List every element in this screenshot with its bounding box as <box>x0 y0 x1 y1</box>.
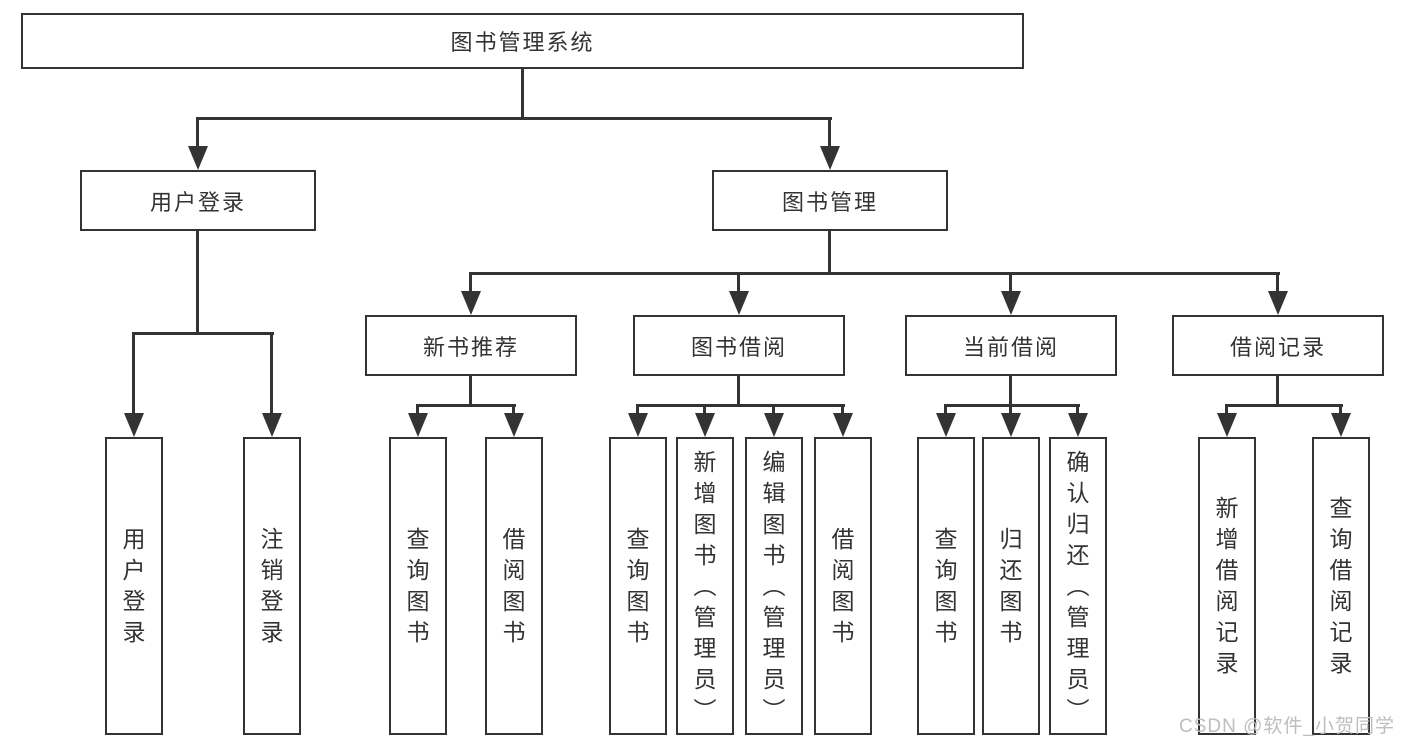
leaf-add-book-admin-label: 新增图书︵管理员︶ <box>693 448 717 723</box>
node-borrowing-records-label: 借阅记录 <box>1229 334 1326 360</box>
leaf-add-book-admin: 新增图书︵管理员︶ <box>676 437 734 735</box>
connector-borrowing-bar <box>636 404 845 407</box>
leaf-return-books: 归还图书 <box>982 437 1040 735</box>
arrow-down-icon <box>188 146 208 170</box>
leaf-edit-book-admin-label: 编辑图书︵管理员︶ <box>762 448 786 723</box>
connector-drop-leaf <box>1076 404 1079 421</box>
connector-drop-leaf <box>944 404 947 421</box>
connector-user-login-bar <box>132 332 274 335</box>
connector-recommend-stem <box>469 376 472 407</box>
connector-drop-book-management <box>828 117 831 151</box>
arrow-down-icon <box>764 413 784 437</box>
connector-drop-leaf <box>1225 404 1228 421</box>
connector-drop-leaf <box>703 404 706 421</box>
arrow-down-icon <box>1217 413 1237 437</box>
connector-book-management-bar <box>469 272 1280 275</box>
connector-drop-leaf <box>416 404 419 421</box>
arrow-down-icon <box>124 413 144 437</box>
connector-drop-l2 <box>469 272 472 296</box>
leaf-confirm-return-admin: 确认归还︵管理员︶ <box>1049 437 1107 735</box>
leaf-add-borrow-record-label: 新增借阅记录 <box>1215 495 1239 676</box>
connector-current-stem <box>1009 376 1012 407</box>
arrow-down-icon <box>408 413 428 437</box>
arrow-down-icon <box>833 413 853 437</box>
node-book-borrowing-label: 图书借阅 <box>690 334 787 360</box>
leaf-user-login: 用户登录 <box>105 437 163 735</box>
leaf-return-books-label: 归还图书 <box>999 526 1023 645</box>
arrow-down-icon <box>820 146 840 170</box>
arrow-down-icon <box>1331 413 1351 437</box>
leaf-query-books-borrowing-label: 查询图书 <box>626 526 650 645</box>
connector-drop-leaf <box>1009 404 1012 421</box>
connector-root-stem <box>521 69 524 119</box>
node-current-borrowing-label: 当前借阅 <box>962 334 1059 360</box>
leaf-query-books-recommend: 查询图书 <box>389 437 447 735</box>
connector-drop-leaf <box>1339 404 1342 421</box>
leaf-query-borrow-record-label: 查询借阅记录 <box>1329 495 1353 676</box>
connector-root-bar <box>196 117 832 120</box>
connector-drop-leaf <box>772 404 775 421</box>
connector-book-management-stem <box>828 231 831 275</box>
node-current-borrowing: 当前借阅 <box>905 315 1117 376</box>
csdn-watermark: CSDN @软件_小贺同学 <box>1179 716 1395 737</box>
connector-records-stem <box>1276 376 1279 407</box>
connector-borrowing-stem <box>737 376 740 407</box>
node-root: 图书管理系统 <box>21 13 1024 69</box>
arrow-down-icon <box>936 413 956 437</box>
leaf-borrow-books-recommend: 借阅图书 <box>485 437 543 735</box>
node-book-borrowing: 图书借阅 <box>633 315 845 376</box>
leaf-user-login-label: 用户登录 <box>122 526 146 645</box>
leaf-query-borrow-record: 查询借阅记录 <box>1312 437 1370 735</box>
arrow-down-icon <box>461 291 481 315</box>
arrow-down-icon <box>1268 291 1288 315</box>
node-user-login-label: 用户登录 <box>149 189 246 215</box>
node-book-management-label: 图书管理 <box>781 189 878 215</box>
node-borrowing-records: 借阅记录 <box>1172 315 1384 376</box>
connector-user-login-stem <box>196 231 199 335</box>
connector-recommend-bar <box>416 404 516 407</box>
connector-drop-user-login <box>196 117 199 151</box>
arrow-down-icon <box>628 413 648 437</box>
connector-drop-leaf <box>841 404 844 421</box>
node-new-book-recommend: 新书推荐 <box>365 315 577 376</box>
connector-records-bar <box>1225 404 1343 407</box>
leaf-query-books-current: 查询图书 <box>917 437 975 735</box>
leaf-query-books-borrowing: 查询图书 <box>609 437 667 735</box>
leaf-confirm-return-admin-label: 确认归还︵管理员︶ <box>1066 448 1090 723</box>
leaf-borrow-books-borrowing: 借阅图书 <box>814 437 872 735</box>
leaf-borrow-books-borrowing-label: 借阅图书 <box>831 526 855 645</box>
connector-drop-leaf <box>132 332 135 417</box>
connector-drop-leaf <box>270 332 273 417</box>
connector-drop-l2 <box>737 272 740 296</box>
connector-current-bar <box>944 404 1080 407</box>
arrow-down-icon <box>262 413 282 437</box>
arrow-down-icon <box>1001 291 1021 315</box>
arrow-down-icon <box>504 413 524 437</box>
node-book-management: 图书管理 <box>712 170 948 231</box>
arrow-down-icon <box>1068 413 1088 437</box>
connector-drop-leaf <box>512 404 515 421</box>
leaf-add-borrow-record: 新增借阅记录 <box>1198 437 1256 735</box>
connector-drop-leaf <box>636 404 639 421</box>
node-user-login: 用户登录 <box>80 170 316 231</box>
arrow-down-icon <box>1001 413 1021 437</box>
leaf-logout-label: 注销登录 <box>260 526 284 645</box>
leaf-query-books-current-label: 查询图书 <box>934 526 958 645</box>
arrow-down-icon <box>695 413 715 437</box>
connector-drop-l2 <box>1009 272 1012 296</box>
leaf-query-books-recommend-label: 查询图书 <box>406 526 430 645</box>
leaf-edit-book-admin: 编辑图书︵管理员︶ <box>745 437 803 735</box>
leaf-borrow-books-recommend-label: 借阅图书 <box>502 526 526 645</box>
node-new-book-recommend-label: 新书推荐 <box>422 334 519 360</box>
leaf-logout: 注销登录 <box>243 437 301 735</box>
arrow-down-icon <box>729 291 749 315</box>
node-root-label: 图书管理系统 <box>450 30 595 55</box>
connector-drop-l2 <box>1276 272 1279 296</box>
